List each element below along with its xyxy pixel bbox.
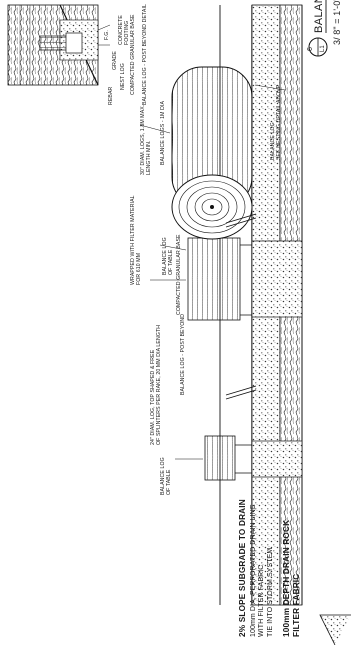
balance-post-small bbox=[204, 435, 303, 481]
title-number: 6 bbox=[307, 47, 314, 51]
label-balance-logs-top: BALANCE LOGS - 1M DIA bbox=[160, 100, 166, 165]
detail-a-section bbox=[7, 4, 99, 86]
label-balance-log-1: BALANCE LOG OF TABLE bbox=[160, 457, 172, 495]
balance-post-large bbox=[187, 237, 303, 321]
title-text: BALANCE LOGS bbox=[313, 0, 325, 33]
label-grade: GRADE bbox=[112, 51, 118, 70]
label-post-beyond: BALANCE LOG - POST BEYOND bbox=[180, 313, 186, 395]
label-balance-log-2: BALANCE LOG OF TABLE bbox=[162, 237, 174, 275]
label-pre-drill: 24" DIAM. LOG, TOP SHAPED & FREE OF SPLI… bbox=[150, 324, 162, 445]
title-sheet: L1 bbox=[320, 45, 326, 52]
title-scale: 3/ 8" = 1'-0" bbox=[332, 0, 342, 45]
label-nest-log: NEST LOG bbox=[120, 63, 126, 90]
label-concrete-footing: CONCRETE FOOTING bbox=[118, 15, 130, 45]
horizontal-log bbox=[171, 66, 253, 240]
notes-detail-graphic bbox=[319, 614, 351, 645]
label-balance-log-a: BALANCE LOG - POST BEYOND DETAIL bbox=[142, 3, 148, 105]
label-dia-logs: 30" DIAM. LOGS, 1.8M MAX. LENGTH MIN. bbox=[140, 104, 152, 175]
leader-lines bbox=[97, 24, 286, 460]
note-filter-fabric: FILTER FABRIC bbox=[292, 573, 301, 637]
label-balance-log-detail: BALANCE LOG SEE NESTING DETAIL ABOVE bbox=[270, 84, 282, 160]
note-drain-rock: 100mm DEPTH DRAIN ROCK bbox=[282, 519, 291, 637]
note-drain-line: 100mm DIA. PERFORATED DRAIN LINE WITH FI… bbox=[250, 504, 274, 637]
break-lines bbox=[225, 213, 257, 400]
label-compacted-base-a: COMPACTED GRANULAR BASE bbox=[130, 14, 136, 95]
label-wrapped: WRAPPED WITH FILTER MATERIAL FOR 610 MM bbox=[130, 195, 142, 285]
label-fg: F.G. bbox=[104, 30, 110, 40]
title-block-graphic bbox=[308, 0, 328, 57]
note-slope: 2% SLOPE SUBGRADE TO DRAIN bbox=[238, 499, 247, 637]
label-compacted-b: COMPACTED GRANULAR BASE bbox=[176, 234, 182, 315]
label-rebar: REBAR bbox=[108, 86, 114, 105]
